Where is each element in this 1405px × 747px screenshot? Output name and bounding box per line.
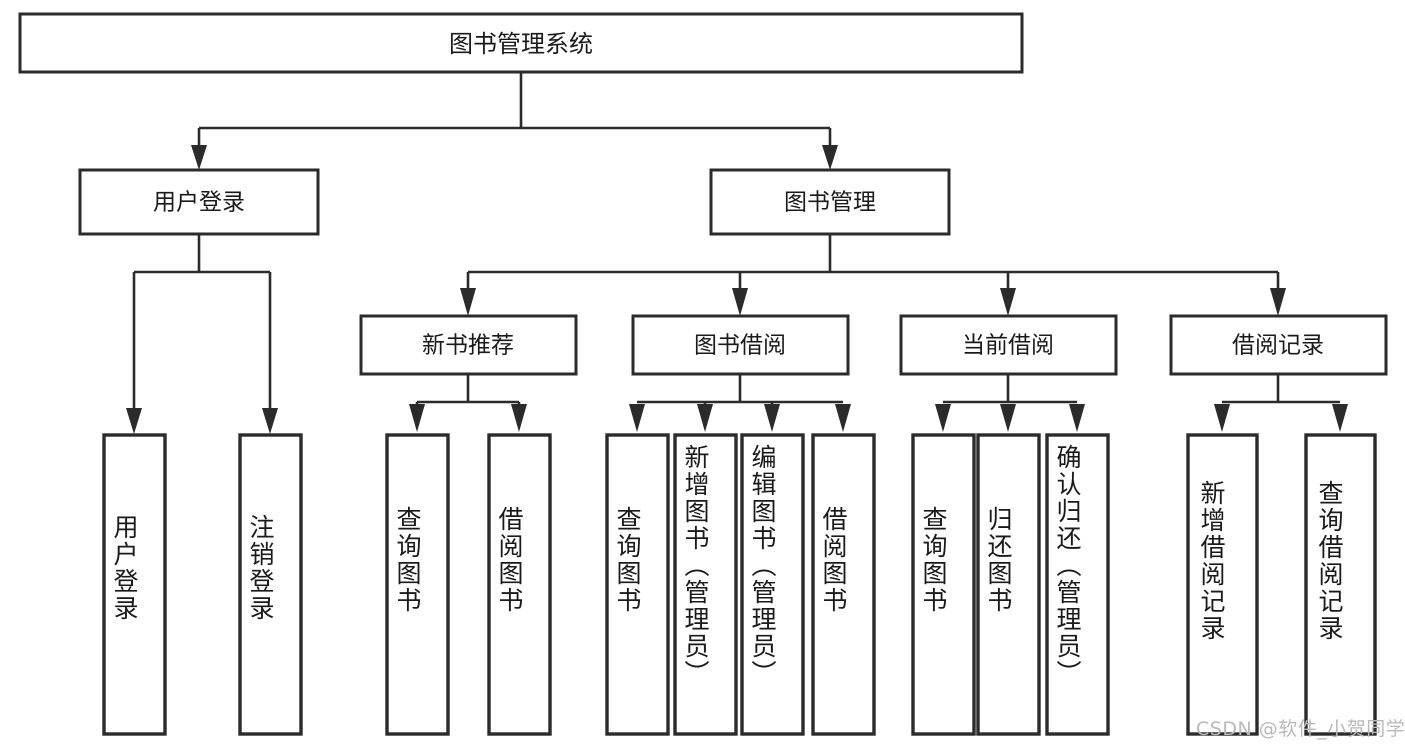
node-root[interactable]: 图书管理系统	[18, 12, 1024, 74]
book-borrow-label: 图书借阅	[694, 333, 786, 359]
leaf-box-add-book[interactable]	[673, 433, 738, 736]
arrow-head-leaf-user-login	[126, 408, 142, 434]
arrow-head-bb-leaf-4	[835, 404, 851, 432]
user-login-box[interactable]	[78, 168, 320, 236]
leaf-box-borrow-book-nb[interactable]	[487, 433, 552, 736]
book-manage-box[interactable]	[709, 168, 951, 236]
leaf-box-add-record[interactable]	[1186, 433, 1259, 736]
arrow-head-bb-leaf-3	[764, 404, 780, 432]
node-borrow-record[interactable]: 借阅记录	[1169, 314, 1388, 376]
arrow-head-user-login	[191, 145, 207, 170]
arrow-head-bb-leaf-2	[697, 404, 713, 432]
leaf-box-user-login[interactable]	[102, 433, 167, 736]
root-box[interactable]	[18, 12, 1024, 74]
leaf-box-query-book-bb[interactable]	[605, 433, 670, 736]
connector-layer	[126, 72, 1348, 434]
arrow-head-cb-leaf-2	[1000, 404, 1016, 432]
arrow-head-br-leaf-1	[1214, 404, 1230, 432]
current-borrow-box[interactable]	[899, 314, 1118, 376]
borrow-record-box[interactable]	[1169, 314, 1388, 376]
leaf-box-edit-book[interactable]	[740, 433, 805, 736]
root-label: 图书管理系统	[449, 30, 593, 58]
arrow-head-leaf-logout	[262, 408, 278, 434]
arrow-head-book-manage	[822, 145, 838, 170]
leaf-box-query-book-cb[interactable]	[911, 433, 976, 736]
new-book-recommend-box[interactable]	[359, 314, 578, 376]
arrow-head-nb-leaf-2	[511, 404, 527, 432]
node-book-manage[interactable]: 图书管理	[709, 168, 951, 236]
book-borrow-box[interactable]	[631, 314, 850, 376]
arrow-head-cb-leaf-1	[935, 404, 951, 432]
current-borrow-label: 当前借阅	[962, 333, 1054, 359]
node-current-borrow[interactable]: 当前借阅	[899, 314, 1118, 376]
leaf-box-logout[interactable]	[238, 433, 303, 736]
leaf-box-borrow-book-bb[interactable]	[811, 433, 876, 736]
borrow-record-label: 借阅记录	[1232, 333, 1324, 359]
node-new-book-recommend[interactable]: 新书推荐	[359, 314, 578, 376]
leaf-box-query-book-nb[interactable]	[385, 433, 450, 736]
arrow-head-borrow-record	[1270, 288, 1286, 316]
leaf-box-return-book[interactable]	[976, 433, 1041, 736]
user-login-label: 用户登录	[153, 190, 245, 216]
leaf-box-confirm-return[interactable]	[1045, 433, 1110, 736]
csdn-watermark: CSDN @软件_小贺同学	[1196, 718, 1405, 740]
arrow-head-br-leaf-2	[1332, 404, 1348, 432]
node-book-borrow[interactable]: 图书借阅	[631, 314, 850, 376]
arrow-head-new-book	[460, 288, 476, 316]
arrow-head-cb-leaf-3	[1069, 404, 1085, 432]
arrow-head-book-borrow	[732, 288, 748, 316]
node-user-login[interactable]: 用户登录	[78, 168, 320, 236]
arrow-head-nb-leaf-1	[409, 404, 425, 432]
arrow-head-bb-leaf-1	[629, 404, 645, 432]
arrow-head-current-borrow	[1000, 288, 1016, 316]
book-manage-label: 图书管理	[784, 190, 876, 216]
new-book-recommend-label: 新书推荐	[422, 333, 514, 359]
leaf-box-query-record[interactable]	[1304, 433, 1377, 736]
